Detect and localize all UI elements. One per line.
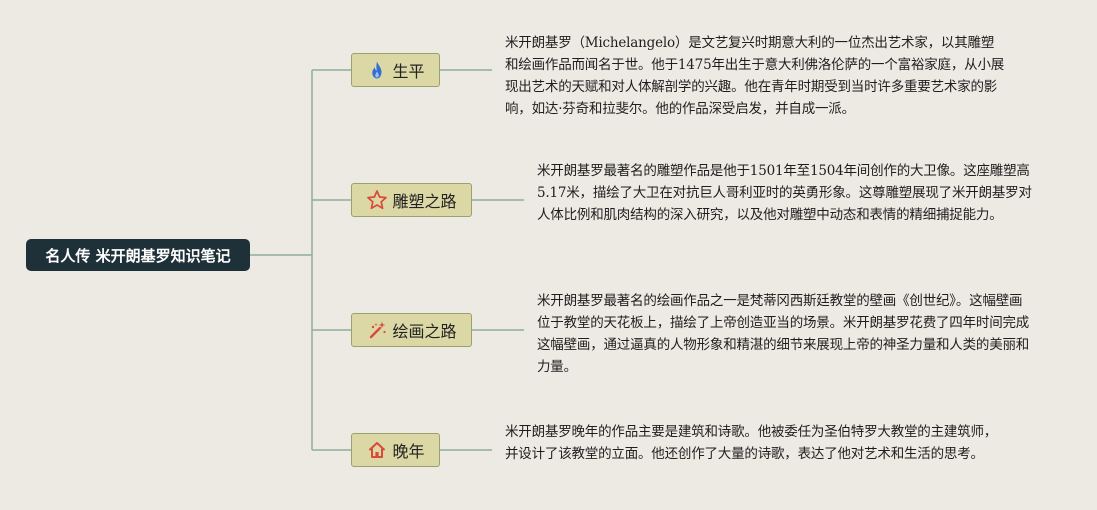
branch-painting[interactable]: 绘画之路	[351, 313, 472, 347]
note-painting: 米开朗基罗最著名的绘画作品之一是梵蒂冈西斯廷教堂的壁画《创世纪》。这幅壁画位于教…	[537, 293, 1030, 375]
branch-later-years[interactable]: 晚年	[351, 433, 440, 467]
note-biography: 米开朗基罗（Michelangelo）是文艺复兴时期意大利的一位杰出艺术家，以其…	[505, 35, 1005, 117]
branch-biography[interactable]: 生平	[351, 53, 440, 87]
root-topic[interactable]: 名人传 米开朗基罗知识笔记	[26, 239, 250, 271]
branch-biography-label: 生平	[392, 62, 425, 81]
star-icon	[366, 189, 388, 211]
magic-wand-icon	[366, 319, 388, 341]
branch-sculpture-label: 雕塑之路	[392, 192, 457, 211]
branch-sculpture[interactable]: 雕塑之路	[351, 183, 472, 217]
fire-icon	[366, 59, 388, 81]
root-topic-label: 名人传 米开朗基罗知识笔记	[45, 246, 231, 265]
note-later-years: 米开朗基罗晚年的作品主要是建筑和诗歌。他被委任为圣伯特罗大教堂的主建筑师，并设计…	[505, 424, 998, 462]
home-icon	[366, 439, 388, 461]
note-sculpture: 米开朗基罗最著名的雕塑作品是他于1501年至1504年间创作的大卫像。这座雕塑高…	[537, 163, 1032, 223]
branch-later-years-label: 晚年	[392, 442, 425, 461]
branch-painting-label: 绘画之路	[392, 322, 457, 341]
